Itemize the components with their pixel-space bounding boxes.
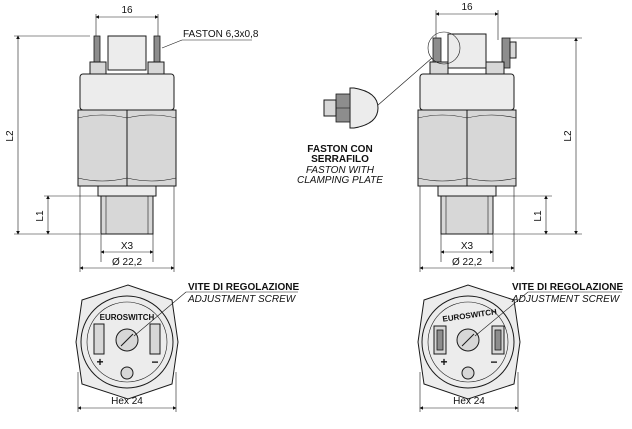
l1-label: L1: [533, 210, 544, 222]
right-side-view: 16 FASTON CON SERRAFILO FASTON WITH CLAM…: [297, 2, 582, 272]
detail-leader: [369, 57, 433, 113]
left-side-view: 16 FASTON 6,3x0,8 L2 L1: [5, 5, 259, 272]
neck: [97, 185, 157, 197]
inner-circle: [427, 301, 509, 383]
adjust-label: ADJUSTMENT SCREW: [511, 294, 621, 305]
screw-slot: [120, 333, 134, 347]
diameter-label: Ø 22,2: [112, 257, 142, 268]
vite-label: VITE DI REGOLAZIONE: [512, 282, 623, 293]
vite-label: VITE DI REGOLAZIONE: [188, 282, 299, 293]
clamp-plate: [494, 329, 502, 351]
x3-label: X3: [461, 241, 474, 252]
vent-hole: [120, 366, 134, 380]
terminal-base: [147, 61, 165, 75]
hex-chamfer: [77, 114, 177, 119]
l1-label: L1: [35, 210, 46, 222]
hex-label: Hex 24: [111, 396, 143, 407]
inner-circle: [86, 301, 168, 383]
adjust-label: ADJUSTMENT SCREW: [187, 294, 297, 305]
clamp-plate: [436, 329, 444, 351]
adjust-leader: [474, 291, 529, 337]
width-dim-label: 16: [461, 2, 473, 13]
hex-chamfer: [77, 177, 177, 182]
connector-block: [447, 33, 487, 69]
thread: [100, 195, 154, 235]
connector-block: [107, 35, 147, 71]
minus-sign: −: [490, 355, 497, 369]
faston-leader: [161, 39, 183, 49]
brand-logo: EUROSWITCH: [100, 313, 155, 322]
faston-with-label: FASTON WITH: [306, 165, 375, 176]
vent-hole: [461, 366, 475, 380]
minus-sign: −: [151, 355, 158, 369]
terminal-base: [485, 61, 505, 75]
hex-label: Hex 24: [453, 396, 485, 407]
thread: [440, 195, 494, 235]
plus-sign: +: [96, 355, 103, 369]
neck: [437, 185, 497, 197]
clamping-plate-label: CLAMPING PLATE: [297, 175, 383, 186]
diameter-label: Ø 22,2: [452, 257, 482, 268]
screw-slot: [461, 333, 475, 347]
left-top-view: EUROSWITCH + − VITE DI REGOLAZIONE ADJUS…: [75, 282, 299, 412]
terminal-left: [93, 323, 105, 355]
faston-label: FASTON 6,3x0,8: [183, 29, 259, 40]
adjust-leader: [133, 291, 187, 337]
faston-con-label: FASTON CON: [307, 144, 372, 155]
detail-callout-circle: [427, 31, 461, 65]
width-dim-label: 16: [121, 5, 133, 16]
terminal-base: [89, 61, 107, 75]
terminal-right: [149, 323, 161, 355]
plus-sign: +: [440, 355, 447, 369]
clamp-screw: [509, 41, 517, 59]
detail-enlarged: [323, 87, 379, 129]
hex-chamfer: [417, 114, 517, 119]
l2-label: L2: [563, 130, 574, 142]
cap: [419, 73, 515, 111]
serrafilo-label: SERRAFILO: [311, 154, 369, 165]
hex-chamfer: [417, 177, 517, 182]
cap: [79, 73, 175, 111]
x3-label: X3: [121, 241, 134, 252]
l2-label: L2: [5, 130, 16, 142]
right-top-view: EUROSWITCH + − VITE DI REGOLAZIONE ADJUS…: [417, 282, 623, 412]
